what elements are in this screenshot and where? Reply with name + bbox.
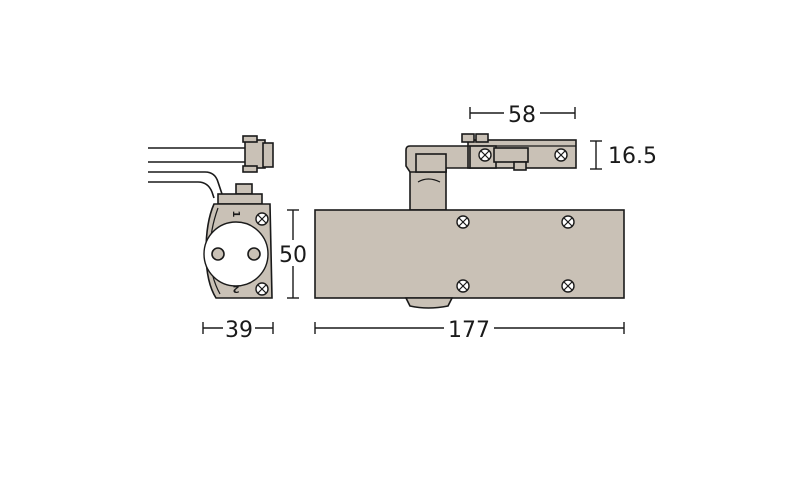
screw-icon [255,282,269,296]
side-bore-circle [203,221,269,287]
screw-icon [561,279,575,293]
screw-icon [478,148,492,162]
side-arm-rods [148,147,245,199]
dimension-side-width: 39 [202,316,274,343]
dimension-body-length: 177 [314,316,625,343]
side-view: 1 2 [148,135,274,299]
side-hole-right [247,247,261,261]
dimension-label-side-width: 39 [225,318,253,343]
dimension-label-body-length: 177 [448,318,490,343]
valve-label-1: 1 [230,211,241,218]
dimension-arm-width: 58 [469,101,576,128]
screw-icon [554,148,568,162]
screw-icon [456,215,470,229]
front-pinion-post [409,169,447,211]
dimension-label-body-height: 50 [279,243,307,268]
front-bottom-nub [404,297,454,309]
side-shaft [217,183,263,205]
screw-icon [255,212,269,226]
dimension-label-arm-height: 16.5 [608,144,657,169]
dimension-body-height: 50 [278,209,308,299]
screw-icon [456,279,470,293]
valve-label-2: 2 [232,283,239,294]
dimension-arm-height: 16.5 [590,140,657,170]
side-hole-left [211,247,225,261]
side-arm-clamp [242,135,274,173]
front-view [314,133,625,309]
dimension-label-arm-width: 58 [508,103,536,128]
screw-icon [561,215,575,229]
